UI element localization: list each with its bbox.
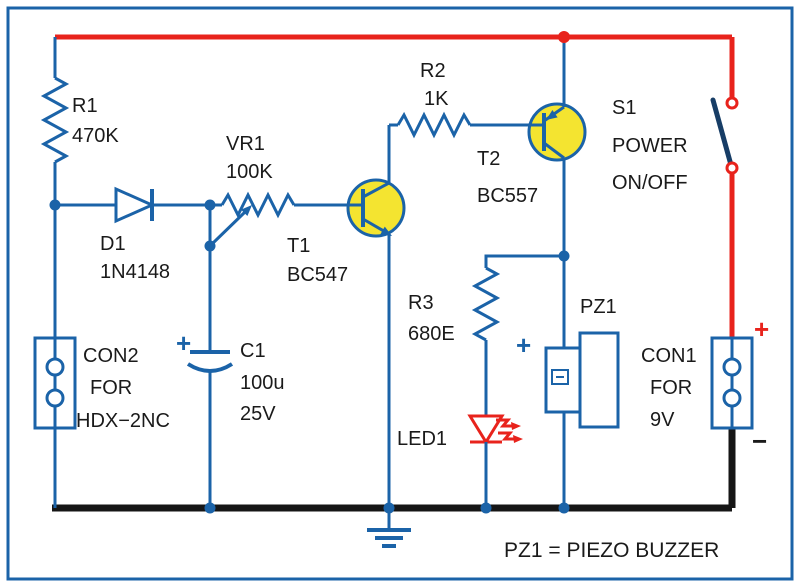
- junction-dots: [49, 31, 570, 514]
- diagram-border: [6, 6, 794, 581]
- resistor-r3: [471, 254, 564, 416]
- t2-emitter-arrow: [546, 110, 558, 120]
- label-t1-ref: T1: [287, 235, 310, 257]
- switch-contact-top: [725, 96, 739, 110]
- label-con2-desc1: FOR: [90, 377, 132, 399]
- label-vr1-value: 100K: [226, 161, 273, 183]
- led-led1: [467, 414, 523, 508]
- t1-emitter-arrow: [380, 226, 392, 236]
- potentiometer-vr1: [210, 191, 363, 246]
- label-r2-value: 1K: [424, 88, 449, 110]
- led1-light-arrow-1: [496, 418, 513, 428]
- label-c1-polarity: +: [176, 328, 191, 358]
- label-pz1-ref: PZ1: [580, 296, 617, 318]
- label-con1-desc2: 9V: [650, 409, 675, 431]
- switch-contact-bottom: [725, 161, 739, 175]
- transistor-t1: [361, 123, 398, 508]
- label-d1-value: 1N4148: [100, 261, 170, 283]
- label-s1-function: POWER: [612, 135, 688, 157]
- label-con1-negative: −: [752, 426, 767, 456]
- label-t2-ref: T2: [477, 148, 500, 170]
- label-r3-ref: R3: [408, 292, 434, 314]
- power-rail-positive: [55, 34, 735, 338]
- label-t1-value: BC547: [287, 264, 348, 286]
- piezo-buzzer-pz1: [544, 331, 620, 508]
- label-d1-ref: D1: [100, 233, 126, 255]
- label-s1-ref: S1: [612, 97, 636, 119]
- connector-con1: [710, 336, 754, 430]
- label-pz1-polarity: +: [516, 330, 531, 360]
- vr1-wiper-arrow: [241, 205, 252, 216]
- label-c1-voltage: 25V: [240, 403, 276, 425]
- labels: R1 470K VR1 100K D1 1N4148 T1 BC547 R2 1…: [72, 60, 769, 562]
- footnote-text: PZ1 = PIEZO BUZZER: [504, 539, 719, 562]
- label-r1-ref: R1: [72, 95, 98, 117]
- label-r1-value: 470K: [72, 125, 119, 147]
- label-r2-ref: R2: [420, 60, 446, 82]
- label-t2-value: BC557: [477, 185, 538, 207]
- label-led1-ref: LED1: [397, 428, 447, 450]
- label-c1-value: 100u: [240, 372, 285, 394]
- label-s1-states: ON/OFF: [612, 172, 688, 194]
- label-r3-value: 680E: [408, 323, 455, 345]
- diode-d1: [55, 186, 210, 224]
- label-con1-positive: +: [754, 314, 769, 344]
- resistor-r1: [40, 37, 70, 508]
- label-c1-ref: C1: [240, 340, 266, 362]
- label-con1-ref: CON1: [641, 345, 697, 367]
- capacitor-c1: [186, 205, 234, 508]
- label-con2-desc2: HDX−2NC: [76, 410, 170, 432]
- label-con1-desc1: FOR: [650, 377, 692, 399]
- switch-s1: [710, 96, 739, 175]
- switch-lever: [710, 97, 734, 168]
- label-con2-ref: CON2: [83, 345, 139, 367]
- led1-light-arrow-2: [498, 431, 515, 441]
- connector-con2: [33, 336, 77, 430]
- label-vr1-ref: VR1: [226, 133, 265, 155]
- resistor-r2: [396, 111, 544, 139]
